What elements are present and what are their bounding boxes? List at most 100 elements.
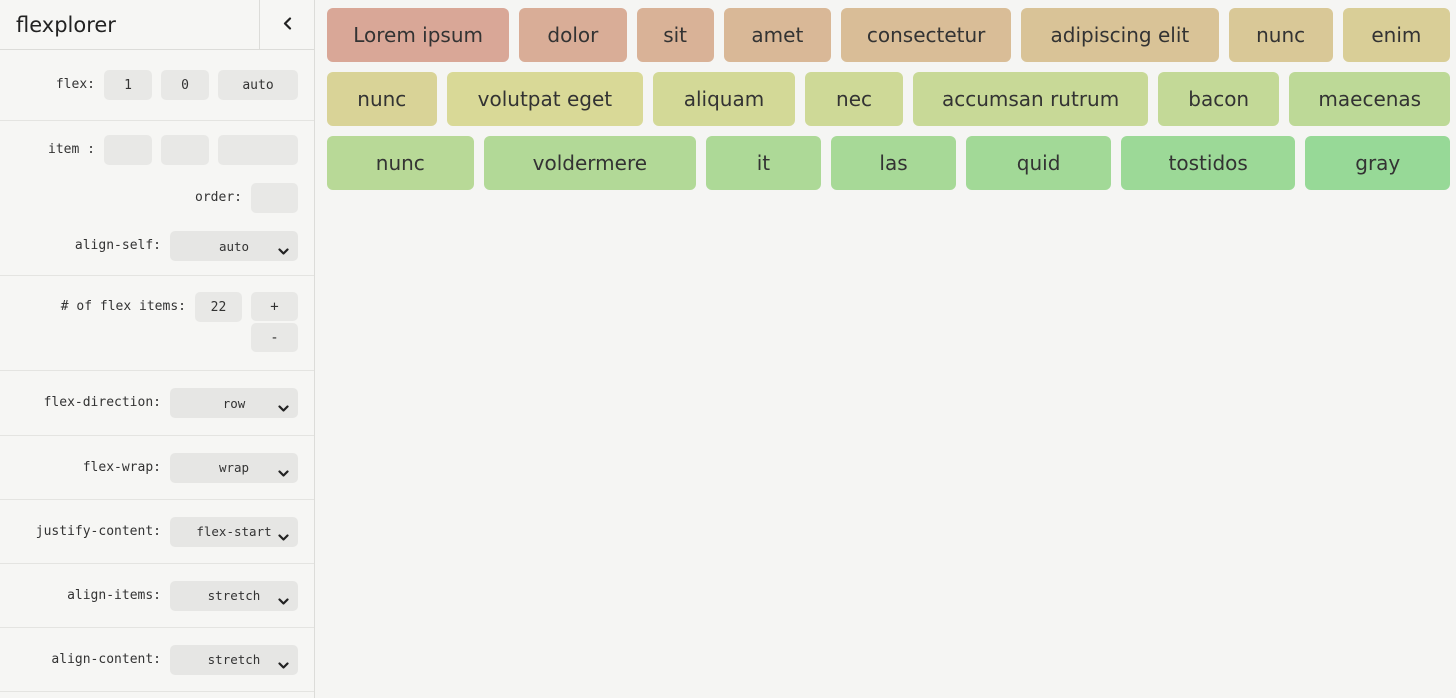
- item-basis-input[interactable]: [218, 135, 298, 165]
- flex-direction-value: row: [222, 395, 246, 411]
- align-content-label: align-content:: [51, 651, 161, 667]
- flex-item[interactable]: accumsan rutrum: [913, 72, 1148, 126]
- flex-item-label: Lorem ipsum: [353, 23, 484, 47]
- flex-wrap-select[interactable]: wrap: [170, 452, 298, 483]
- flex-item[interactable]: nunc: [327, 136, 474, 190]
- flex-item-label: tostidos: [1168, 151, 1248, 175]
- flex-item[interactable]: enim: [1342, 8, 1450, 62]
- flex-item-label: las: [879, 151, 908, 175]
- flex-item-label: nec: [836, 87, 873, 111]
- flex-basis-input[interactable]: [218, 70, 298, 100]
- remove-item-button[interactable]: -: [251, 323, 298, 352]
- count-label: # of flex items:: [60, 299, 186, 314]
- flex-item[interactable]: maecenas: [1289, 72, 1451, 126]
- flex-item-label: consectetur: [866, 23, 986, 47]
- flex-wrap-value: wrap: [218, 460, 250, 475]
- flex-item-label: dolor: [547, 23, 599, 47]
- flex-item-label: amet: [751, 23, 804, 47]
- flex-item-label: nunc: [375, 151, 425, 175]
- chevron-left-icon: [283, 15, 292, 34]
- flex-item[interactable]: gray: [1305, 136, 1451, 190]
- justify-content-value: flex-start: [196, 524, 272, 539]
- order-row: order:: [195, 183, 298, 213]
- align-items-label: align-items:: [67, 587, 161, 603]
- align-content-row: align-content: stretch: [0, 628, 314, 692]
- flex-grow-input[interactable]: [104, 70, 152, 100]
- flex-item[interactable]: quid: [966, 136, 1111, 190]
- flex-wrap-label: flex-wrap:: [82, 459, 161, 475]
- align-self-value: auto: [218, 238, 250, 254]
- collapse-sidebar-button[interactable]: [259, 0, 314, 49]
- flex-items-count-row: # of flex items: + -: [0, 276, 314, 371]
- chevron-down-icon: [278, 529, 289, 544]
- align-self-row: align-self: auto: [75, 231, 298, 261]
- flex-wrap-row: flex-wrap: wrap: [0, 436, 314, 500]
- flex-item-label: quid: [1016, 151, 1061, 175]
- flex-item-label: enim: [1371, 23, 1422, 47]
- chevron-down-icon: [278, 465, 289, 480]
- app-title: flexplorer: [16, 12, 116, 37]
- flex-item[interactable]: Lorem ipsum: [327, 8, 510, 62]
- flex-item[interactable]: consectetur: [841, 8, 1012, 62]
- flex-item[interactable]: aliquam: [653, 72, 795, 126]
- count-input[interactable]: [195, 292, 242, 322]
- justify-content-select[interactable]: flex-start: [170, 516, 298, 547]
- flex-item[interactable]: amet: [723, 8, 831, 62]
- flex-item-label: it: [756, 151, 771, 175]
- flex-item-label: bacon: [1188, 87, 1250, 111]
- chevron-down-icon: [278, 593, 289, 608]
- flex-direction-select[interactable]: row: [170, 388, 298, 418]
- flex-direction-label: flex-direction:: [43, 395, 161, 410]
- flex-item-label: sit: [663, 23, 688, 47]
- item-grow-input[interactable]: [104, 135, 152, 165]
- flex-item[interactable]: bacon: [1157, 72, 1280, 126]
- flex-shorthand-row: flex:: [0, 50, 314, 121]
- sidebar-header: flexplorer: [0, 0, 314, 50]
- flex-item-label: nunc: [357, 87, 407, 111]
- flex-item[interactable]: nunc: [327, 72, 437, 126]
- main-area: Lorem ipsum dolor sit amet consectetur a…: [315, 0, 1456, 698]
- order-input[interactable]: [251, 183, 298, 213]
- flex-shrink-input[interactable]: [161, 70, 209, 100]
- flex-item[interactable]: nec: [804, 72, 904, 126]
- flex-item[interactable]: las: [830, 136, 957, 190]
- item-flex-row: item :: [48, 135, 298, 165]
- selected-item-section: item : order: align-self: auto: [0, 121, 314, 276]
- flex-item-label: nunc: [1256, 23, 1306, 47]
- flex-item-label: accumsan rutrum: [941, 87, 1120, 111]
- align-items-select[interactable]: stretch: [170, 580, 298, 611]
- item-shrink-input[interactable]: [161, 135, 209, 165]
- align-content-select[interactable]: stretch: [170, 644, 298, 675]
- sidebar: flexplorer flex: item : order:: [0, 0, 315, 698]
- align-items-value: stretch: [207, 588, 261, 603]
- flex-item-label: aliquam: [683, 87, 765, 111]
- flex-item[interactable]: volutpat eget: [446, 72, 644, 126]
- flex-label: flex:: [55, 77, 95, 92]
- flex-item[interactable]: nunc: [1228, 8, 1333, 62]
- justify-content-row: justify-content: flex-start: [0, 500, 314, 564]
- order-label: order:: [195, 190, 242, 205]
- flex-item[interactable]: adipiscing elit: [1021, 8, 1219, 62]
- item-label: item :: [48, 142, 95, 157]
- justify-content-label: justify-content:: [35, 523, 161, 539]
- align-self-select[interactable]: auto: [170, 231, 298, 261]
- flex-item[interactable]: it: [706, 136, 821, 190]
- flex-item-label: maecenas: [1318, 87, 1422, 111]
- align-content-value: stretch: [207, 652, 261, 667]
- flex-item-label: voldermere: [532, 151, 648, 175]
- align-items-row: align-items: stretch: [0, 564, 314, 628]
- chevron-down-icon: [278, 657, 289, 672]
- flex-item-label: volutpat eget: [477, 87, 613, 111]
- flex-item-label: gray: [1355, 151, 1401, 175]
- flex-item-label: adipiscing elit: [1050, 23, 1190, 47]
- flex-item[interactable]: sit: [636, 8, 714, 62]
- flex-direction-row: flex-direction: row: [0, 371, 314, 436]
- flex-item[interactable]: tostidos: [1120, 136, 1296, 190]
- align-self-label: align-self:: [74, 238, 161, 253]
- add-item-button[interactable]: +: [251, 292, 298, 321]
- flex-item[interactable]: voldermere: [483, 136, 697, 190]
- flex-container: Lorem ipsum dolor sit amet consectetur a…: [327, 8, 1451, 190]
- flex-item[interactable]: dolor: [519, 8, 627, 62]
- count-stepper: + -: [251, 292, 298, 352]
